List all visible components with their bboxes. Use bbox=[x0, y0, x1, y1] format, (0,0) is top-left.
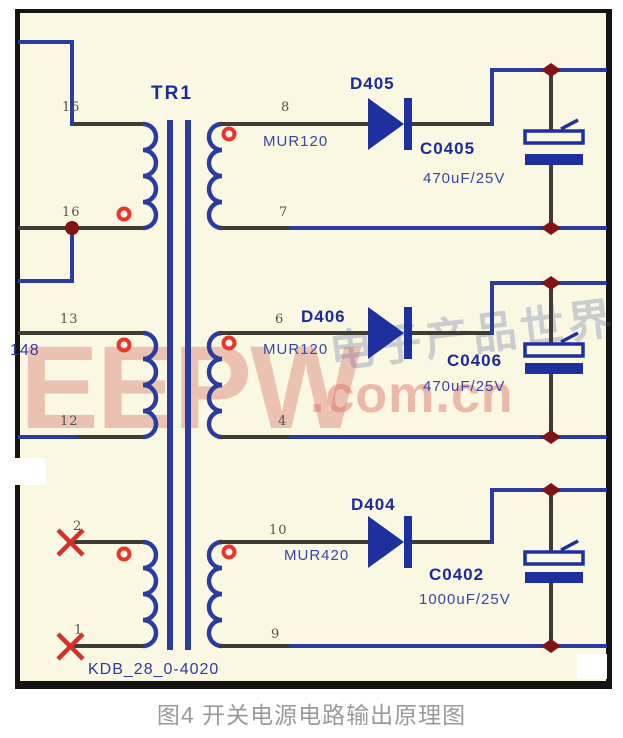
pin-label-16: 16 bbox=[62, 205, 81, 220]
pin-label-15: 15 bbox=[62, 100, 81, 115]
transformer-part-label: KDB_28_0-4020 bbox=[88, 661, 219, 678]
cap-ref-c0405: C0405 bbox=[420, 139, 475, 158]
capacitor-c0402-symbol bbox=[523, 539, 585, 583]
diode-triangle bbox=[368, 307, 404, 359]
polarity-dots bbox=[116, 126, 237, 562]
transformer-ref-label: TR1 bbox=[151, 83, 193, 104]
junction-dot-icon bbox=[541, 276, 561, 290]
left-pin-stubs bbox=[18, 122, 146, 648]
primary-windings bbox=[142, 121, 159, 649]
wire-pin15-feed bbox=[18, 40, 74, 126]
diode-part-d404: MUR420 bbox=[284, 547, 349, 564]
winding-primary-3 bbox=[142, 539, 159, 649]
junction-dot-icon bbox=[541, 639, 561, 653]
diode-ref-d405: D405 bbox=[350, 74, 395, 93]
no-connect-x-icon bbox=[56, 528, 85, 557]
diodes bbox=[368, 98, 412, 568]
capacitors bbox=[523, 118, 585, 583]
diode-cathode-bar bbox=[404, 98, 412, 150]
cap-plate-negative bbox=[525, 572, 583, 583]
right-dark-wires bbox=[219, 70, 553, 648]
cap-value-c0405: 470uF/25V bbox=[423, 170, 505, 187]
pin-labels: 15 16 13 12 2 1 8 7 6 4 10 9 bbox=[60, 100, 290, 642]
left-blue-wires bbox=[18, 40, 79, 439]
cap-ref-c0406: C0406 bbox=[447, 351, 502, 370]
component-labels: D405 MUR120 C0405 470uF/25V D406 MUR120 … bbox=[263, 74, 511, 608]
polarity-dot-icon bbox=[116, 546, 132, 562]
watermark-brand-text: EEPW bbox=[20, 322, 362, 454]
cap-polarity-mark-icon bbox=[560, 118, 579, 131]
pin-label-12: 12 bbox=[60, 414, 79, 429]
pin-label-10: 10 bbox=[269, 523, 288, 538]
diode-ref-d406: D406 bbox=[301, 307, 346, 326]
figure-caption: 图4 开关电源电路输出原理图 bbox=[156, 702, 467, 728]
diode-d405-symbol bbox=[368, 98, 412, 150]
junctions bbox=[65, 63, 561, 653]
diode-d406-symbol bbox=[368, 307, 412, 359]
capacitor-c0405-symbol bbox=[523, 118, 585, 165]
core-bar-right bbox=[185, 120, 191, 650]
pin-label-4: 4 bbox=[278, 414, 287, 429]
cap-polarity-mark-icon bbox=[560, 539, 579, 552]
pin-label-2: 2 bbox=[73, 519, 82, 534]
no-connect-x-icon bbox=[56, 632, 85, 661]
pin-label-9: 9 bbox=[271, 627, 280, 642]
junction-dot-icon bbox=[541, 63, 561, 77]
junction-dot-icon bbox=[541, 221, 561, 235]
winding-secondary-2 bbox=[206, 330, 223, 440]
secondary-windings bbox=[206, 121, 223, 649]
junction-dot-icon bbox=[541, 483, 561, 497]
polarity-dot-icon bbox=[221, 335, 237, 351]
frame-top bbox=[15, 9, 612, 13]
pin-label-1: 1 bbox=[74, 623, 83, 638]
pin-label-7: 7 bbox=[279, 205, 288, 220]
cap-plate-negative bbox=[525, 363, 583, 374]
polarity-dot-icon bbox=[116, 206, 132, 222]
diode-ref-d404: D404 bbox=[351, 495, 396, 514]
pin-label-6: 6 bbox=[275, 312, 284, 327]
transformer-core bbox=[167, 120, 191, 650]
polarity-dot-icon bbox=[221, 544, 237, 560]
net-label-148: 148 bbox=[10, 342, 40, 359]
cap-plate-positive bbox=[523, 342, 585, 358]
watermark-domain-text: .com.cn bbox=[310, 366, 514, 424]
frame-bottom bbox=[15, 681, 612, 689]
diode-cathode-bar bbox=[404, 516, 412, 568]
cap-plate-negative bbox=[525, 154, 583, 165]
rail-output1-positive bbox=[490, 68, 607, 126]
wire-pin16-return bbox=[18, 226, 74, 283]
winding-secondary-1 bbox=[206, 121, 223, 231]
cap-ref-c0402: C0402 bbox=[429, 565, 484, 584]
cap-value-c0402: 1000uF/25V bbox=[419, 591, 511, 608]
rail-output3-positive bbox=[490, 488, 607, 544]
cap-polarity-mark-icon bbox=[560, 331, 579, 344]
diode-d404-symbol bbox=[368, 516, 412, 568]
diode-part-d406: MUR120 bbox=[263, 341, 328, 358]
winding-primary-2 bbox=[142, 330, 159, 440]
rail-output2-positive bbox=[490, 281, 607, 335]
cap-plate-positive bbox=[523, 550, 585, 566]
diode-triangle bbox=[368, 98, 404, 150]
pin-label-13: 13 bbox=[60, 312, 79, 327]
diode-triangle bbox=[368, 516, 404, 568]
polarity-dot-icon bbox=[221, 126, 237, 142]
junction-dot-icon bbox=[541, 430, 561, 444]
core-bar-left bbox=[167, 120, 173, 650]
winding-secondary-3 bbox=[206, 539, 223, 649]
cap-value-c0406: 470uF/25V bbox=[423, 378, 505, 395]
diode-cathode-bar bbox=[404, 307, 412, 359]
junction-dot-icon bbox=[65, 221, 79, 235]
scan-artifact-patch bbox=[577, 654, 607, 679]
pin-label-8: 8 bbox=[281, 100, 290, 115]
polarity-dot-icon bbox=[116, 337, 132, 353]
diode-part-d405: MUR120 bbox=[263, 133, 328, 150]
frame-left bbox=[15, 9, 20, 689]
scan-artifact-patch bbox=[14, 458, 46, 485]
frame-right bbox=[606, 9, 612, 689]
capacitor-c0406-symbol bbox=[523, 331, 585, 374]
no-connect-marks bbox=[56, 528, 85, 661]
winding-primary-1 bbox=[142, 121, 159, 231]
cap-plate-positive bbox=[523, 129, 585, 145]
